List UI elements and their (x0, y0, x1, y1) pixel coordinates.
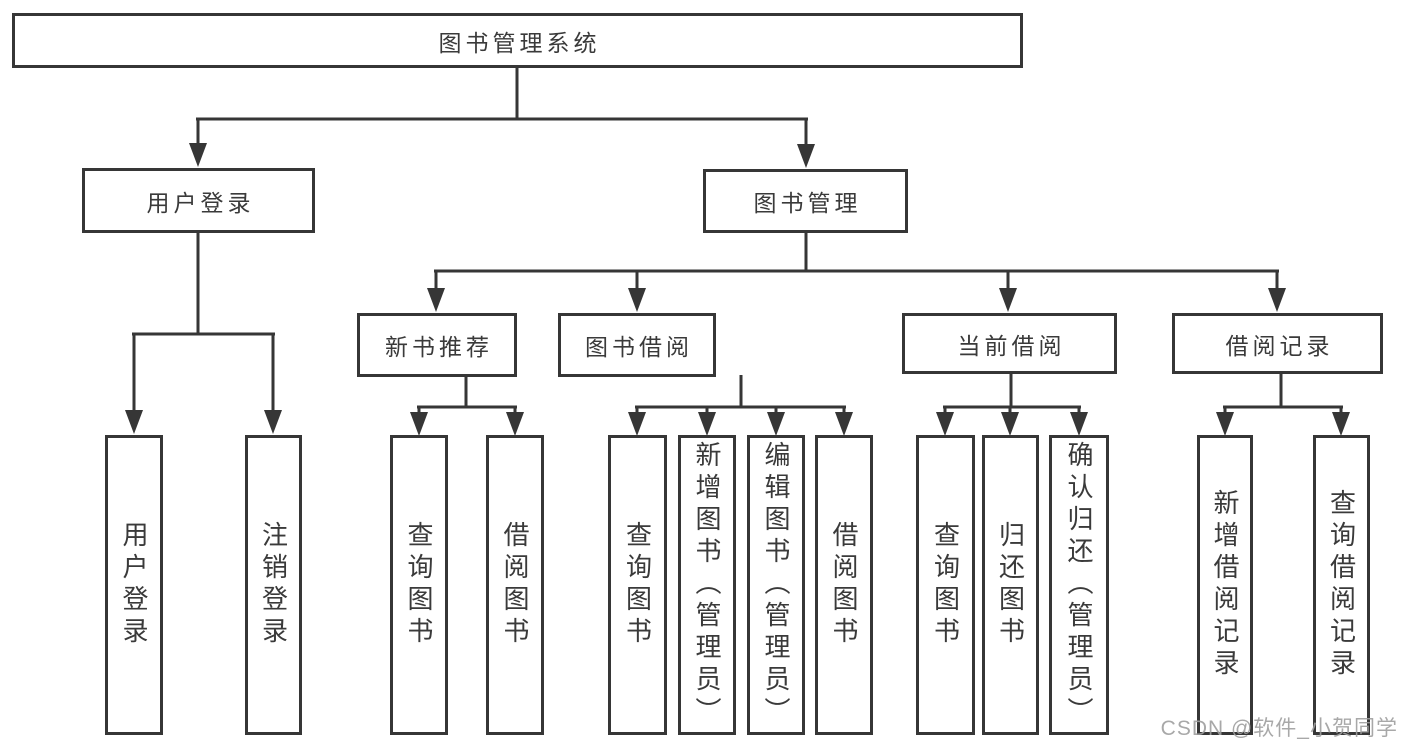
arrowhead (506, 412, 524, 436)
arrowhead (125, 410, 143, 434)
leaf-current-query-books: 查询图书 (916, 435, 975, 735)
node-book-borrow: 图书借阅 (558, 313, 716, 377)
node-borrow-records: 借阅记录 (1172, 313, 1383, 374)
arrowhead (427, 288, 445, 312)
arrowhead (999, 288, 1017, 312)
arrowhead (264, 410, 282, 434)
leaf-newbook-borrow-books: 借阅图书 (486, 435, 544, 735)
leaf-records-add-record: 新增借阅记录 (1197, 435, 1253, 735)
node-user-login: 用户登录 (82, 168, 315, 233)
node-library-system: 图书管理系统 (12, 13, 1023, 68)
arrowhead (797, 144, 815, 168)
watermark: CSDN @软件_小贺同学 (1160, 717, 1398, 740)
arrowhead (767, 412, 785, 436)
arrowhead (698, 412, 716, 436)
node-book-management: 图书管理 (703, 169, 908, 233)
arrowhead (1268, 288, 1286, 312)
arrowhead (835, 412, 853, 436)
leaf-newbook-query-books: 查询图书 (390, 435, 448, 735)
leaf-borrow-borrow-books: 借阅图书 (815, 435, 873, 735)
arrowhead (628, 412, 646, 436)
arrowhead (1001, 412, 1019, 436)
arrowhead (1216, 412, 1234, 436)
arrowhead (936, 412, 954, 436)
arrowhead (1332, 412, 1350, 436)
node-new-book-recommend: 新书推荐 (357, 313, 517, 377)
arrowhead (189, 143, 207, 167)
leaf-borrow-add-books-admin: 新增图书（管理员） (678, 435, 736, 735)
leaf-user-login: 用户登录 (105, 435, 163, 735)
leaf-borrow-query-books: 查询图书 (608, 435, 667, 735)
node-current-borrow: 当前借阅 (902, 313, 1117, 374)
arrowhead (1070, 412, 1088, 436)
leaf-logout: 注销登录 (245, 435, 302, 735)
arrowhead (628, 288, 646, 312)
leaf-current-return-books: 归还图书 (982, 435, 1039, 735)
leaf-records-query-record: 查询借阅记录 (1313, 435, 1370, 735)
leaf-current-confirm-return-admin: 确认归还（管理员） (1049, 435, 1109, 735)
leaf-borrow-edit-books-admin: 编辑图书（管理员） (747, 435, 805, 735)
arrowhead (410, 412, 428, 436)
